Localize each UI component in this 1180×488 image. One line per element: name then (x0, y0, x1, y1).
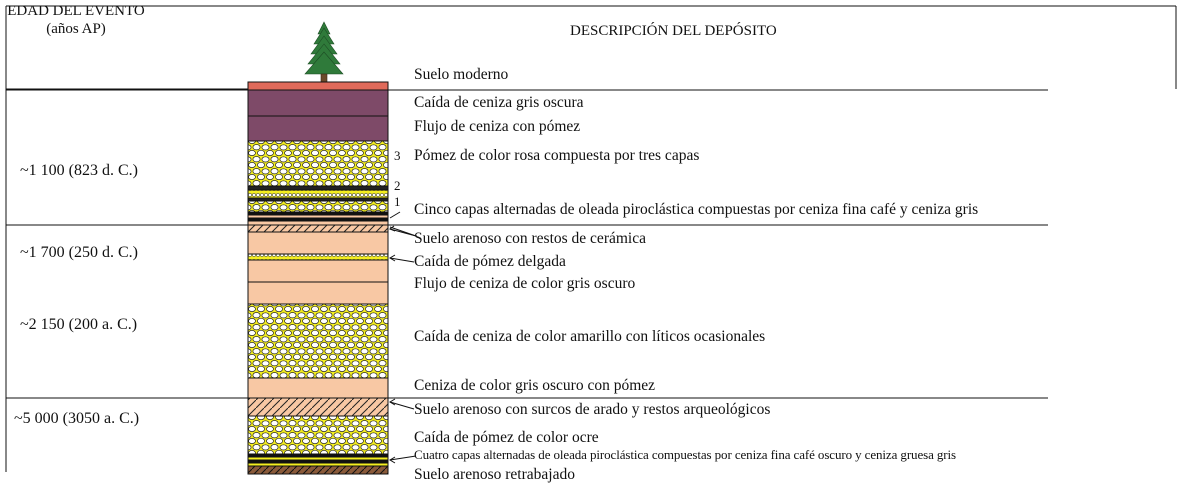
table-frame (5, 5, 1177, 472)
arrow-plowed-soil (389, 401, 415, 410)
layer-yellow-ash-fall (247, 303, 389, 379)
sublayer-number-3: 3 (394, 148, 401, 163)
desc-five-surge-layers: Cinco capas alternadas de oleada piroclá… (414, 201, 979, 218)
layer-dark-gray-ash-pumice (247, 377, 389, 399)
desc-yellow-ash-fall: Caída de ceniza de color amarillo con lí… (414, 328, 766, 345)
desc-ochre-pumice: Caída de pómez de color ocre (414, 429, 599, 446)
sublayer-number-2: 2 (394, 178, 401, 193)
age-title-line1: EDAD DEL EVENTO (7, 3, 145, 19)
desc-pink-pumice: Pómez de color rosa compuesta por tres c… (414, 147, 700, 164)
leader-arrows (388, 211, 417, 464)
desc-reworked-sandy-soil: Suelo arenoso retrabajado (414, 466, 575, 483)
layer-dark-gray-ash-flow (247, 281, 389, 305)
arrow-five-surges (389, 211, 401, 219)
age-label-1100: ~1 100 (823 d. C.) (20, 162, 138, 179)
layer-dark-ash-fall (247, 89, 389, 117)
layer-pink-pumice-2-dark (247, 185, 389, 191)
desc-dark-gray-ash-flow: Flujo de ceniza de color gris oscuro (414, 275, 636, 292)
arrow-four-surges (389, 455, 417, 461)
layer-ochre-pumice (247, 415, 389, 455)
layer-reworked-sandy-soil (247, 465, 389, 475)
layer-sandy-soil-ceramics (247, 231, 389, 255)
layer-surge-4 (247, 220, 389, 226)
desc-dark-ash-fall: Caída de ceniza gris oscura (414, 94, 584, 111)
age-label-1700: ~1 700 (250 d. C.) (20, 244, 138, 261)
desc-thin-pumice: Caída de pómez delgada (414, 253, 566, 270)
desc-sandy-soil-ceramics: Suelo arenoso con restos de cerámica (414, 230, 646, 247)
age-column-title: EDAD DEL EVENTO (años AP) (6, 2, 146, 38)
layer-thin-pumice (247, 253, 389, 261)
age-label-5000: ~5 000 (3050 a. C.) (14, 410, 140, 427)
age-label-2150: ~2 150 (200 a. C.) (20, 316, 138, 333)
description-column-title: DESCRIPCIÓN DEL DEPÓSITO (570, 23, 777, 39)
layer-pink-pumice-2 (247, 189, 389, 199)
age-title-line2: (años AP) (46, 21, 106, 37)
layer-pink-pumice-3 (247, 140, 389, 187)
desc-four-surge-layers: Cuatro capas alternadas de oleada pirocl… (414, 447, 957, 462)
column-layers (247, 81, 389, 475)
layer-sandy-soil-lower (247, 259, 389, 283)
desc-plowed-sandy-soil: Suelo arenoso con surcos de arado y rest… (414, 401, 771, 418)
desc-ash-flow-pumice: Flujo de ceniza con pómez (414, 118, 581, 135)
layer-ash-flow-pumice (247, 115, 389, 142)
arrow-thin-pumice (389, 257, 415, 263)
layer-plowed-sandy-soil (247, 397, 389, 417)
arrow-sandy-soil-ceramics (389, 226, 417, 237)
layer-pink-pumice-1 (247, 200, 389, 213)
pine-tree-icon (304, 21, 344, 83)
desc-modern-soil: Suelo moderno (414, 66, 509, 83)
desc-dark-gray-ash-pumice: Ceniza de color gris oscuro con pómez (414, 377, 656, 394)
layer-modern-soil (247, 81, 389, 91)
sublayer-number-1: 1 (394, 194, 401, 209)
layer-sandy-soil-ceramics-hatch (247, 224, 389, 233)
